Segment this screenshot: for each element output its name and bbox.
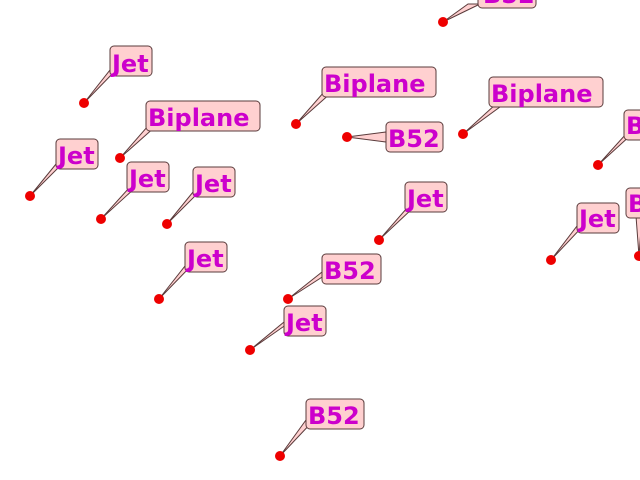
marker-label: Jet: [405, 185, 444, 213]
marker-label: Biplane: [148, 104, 249, 132]
marker-label: Jet: [127, 165, 166, 193]
aircraft-marker-biplane[interactable]: Biplane: [291, 66, 437, 129]
marker-label: Jet: [185, 245, 224, 273]
marker-label: B52: [308, 402, 360, 430]
aircraft-marker-jet[interactable]: Jet: [79, 45, 153, 108]
location-dot: [458, 129, 468, 139]
location-dot: [245, 345, 255, 355]
marker-label: Biplane: [626, 112, 640, 140]
aircraft-marker-jet[interactable]: Jet: [25, 138, 99, 201]
marker-label: Jet: [110, 50, 149, 78]
marker-label: B52: [628, 190, 640, 218]
location-dot: [154, 294, 164, 304]
aircraft-marker-jet[interactable]: Jet: [245, 305, 327, 355]
location-dot: [546, 255, 556, 265]
aircraft-marker-jet[interactable]: Jet: [162, 166, 236, 229]
marker-label: Jet: [284, 309, 323, 337]
location-dot: [79, 98, 89, 108]
location-dot: [593, 160, 603, 170]
aircraft-marker-b52[interactable]: B52: [283, 253, 382, 304]
aircraft-marker-b52[interactable]: B52: [275, 398, 365, 461]
marker-label: B52: [324, 257, 376, 285]
aircraft-marker-b52[interactable]: B52: [342, 121, 444, 153]
aircraft-marker-biplane[interactable]: Biplane: [593, 109, 640, 170]
location-dot: [162, 219, 172, 229]
location-dot: [25, 191, 35, 201]
aircraft-marker-jet[interactable]: Jet: [374, 181, 448, 245]
location-dot: [342, 132, 352, 142]
marker-label: Jet: [56, 142, 95, 170]
marker-label: Jet: [577, 205, 616, 233]
location-dot: [115, 153, 125, 163]
aircraft-marker-biplane[interactable]: Biplane: [115, 100, 261, 163]
location-dot: [275, 451, 285, 461]
location-dot: [374, 235, 384, 245]
location-dot: [291, 119, 301, 129]
marker-label: B52: [388, 125, 440, 153]
location-dot: [634, 251, 640, 261]
aircraft-marker-jet[interactable]: Jet: [154, 241, 228, 304]
location-dot: [438, 17, 448, 27]
aircraft-marker-jet[interactable]: Jet: [96, 161, 170, 224]
aircraft-marker-biplane[interactable]: Biplane: [458, 76, 604, 139]
aircraft-marker-b52[interactable]: B52: [438, 0, 537, 27]
marker-label: Biplane: [324, 70, 425, 98]
marker-label: Jet: [193, 170, 232, 198]
marker-label: Biplane: [491, 80, 592, 108]
location-dot: [96, 214, 106, 224]
aircraft-marker-b52[interactable]: B52: [625, 187, 640, 261]
aircraft-marker-jet[interactable]: Jet: [546, 202, 620, 265]
marker-label: B52: [483, 0, 535, 9]
location-dot: [283, 294, 293, 304]
